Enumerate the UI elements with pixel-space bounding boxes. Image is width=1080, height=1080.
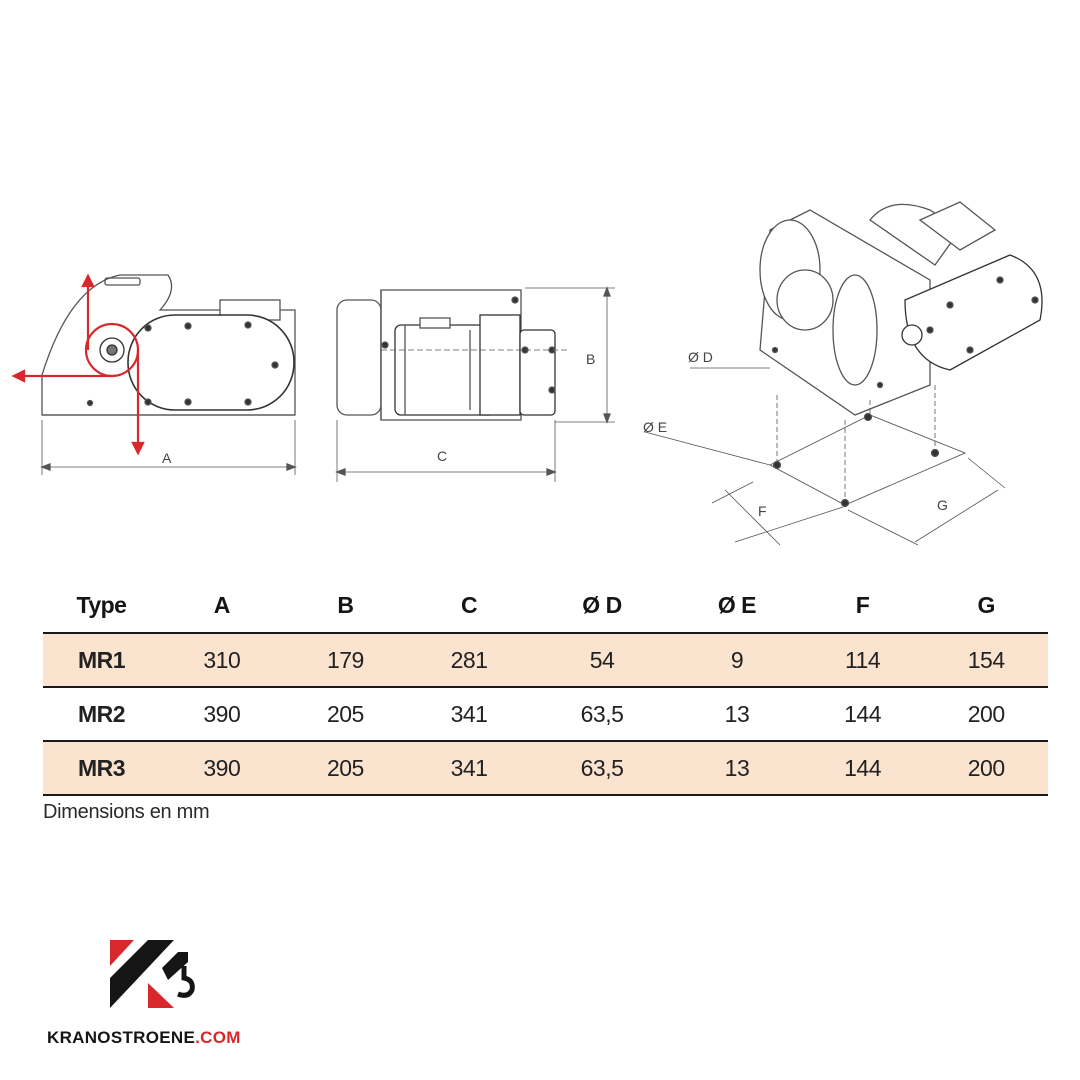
table-row-mr1: MR1 310 179 281 54 9 114 154 xyxy=(43,633,1048,688)
table-cell: 205 xyxy=(283,687,408,742)
table-header-row: Type A B C Ø D Ø E F G xyxy=(43,578,1048,634)
front-view-drawing xyxy=(335,286,615,482)
brand-name: KRANOSTROENE.COM xyxy=(47,1028,241,1048)
table-row-mr2: MR2 390 205 341 63,5 13 144 200 xyxy=(43,687,1048,742)
table-cell: 144 xyxy=(800,687,925,742)
brand-logo xyxy=(108,938,198,1010)
table-cell: 13 xyxy=(673,741,801,796)
label-diameter-d: Ø D xyxy=(688,349,713,365)
label-dimension-f: F xyxy=(758,503,767,519)
label-dimension-b: B xyxy=(586,351,595,367)
column-header-b: B xyxy=(283,578,408,634)
technical-drawings: A B xyxy=(0,170,1080,570)
table-cell: 63,5 xyxy=(530,741,674,796)
label-dimension-c: C xyxy=(437,448,447,464)
table-row-mr3: MR3 390 205 341 63,5 13 144 200 xyxy=(43,741,1048,796)
label-diameter-e: Ø E xyxy=(643,419,667,435)
brand-name-suffix: .COM xyxy=(195,1028,241,1047)
side-view-drawing xyxy=(40,274,297,475)
table-cell: 54 xyxy=(530,633,674,688)
table-cell: 179 xyxy=(283,633,408,688)
table-cell: 390 xyxy=(160,741,284,796)
table-cell: 154 xyxy=(924,633,1048,688)
table-cell-type: MR3 xyxy=(43,741,160,796)
table-cell: 63,5 xyxy=(530,687,674,742)
column-header-a: A xyxy=(160,578,284,634)
table-cell: 9 xyxy=(673,633,801,688)
table-cell: 144 xyxy=(800,741,925,796)
table-cell: 13 xyxy=(673,687,801,742)
column-header-c: C xyxy=(407,578,531,634)
label-dimension-g: G xyxy=(937,497,948,513)
column-header-e: Ø E xyxy=(673,578,801,634)
table-cell: 200 xyxy=(924,741,1048,796)
column-header-g: G xyxy=(924,578,1048,634)
table-cell: 205 xyxy=(283,741,408,796)
label-dimension-a: A xyxy=(162,450,172,466)
table-cell: 200 xyxy=(924,687,1048,742)
isometric-view-drawing xyxy=(644,201,1043,546)
table-cell: 341 xyxy=(407,741,531,796)
table-cell: 341 xyxy=(407,687,531,742)
table-cell-type: MR2 xyxy=(43,687,160,742)
column-header-d: Ø D xyxy=(530,578,674,634)
table-cell-type: MR1 xyxy=(43,633,160,688)
column-header-type: Type xyxy=(43,578,160,634)
table-cell: 114 xyxy=(800,633,925,688)
units-footnote: Dimensions en mm xyxy=(43,801,210,823)
table-cell: 281 xyxy=(407,633,531,688)
brand-name-main: KRANOSTROENE xyxy=(47,1028,196,1047)
column-header-f: F xyxy=(800,578,925,634)
dimensions-table: Type A B C Ø D Ø E F G MR1 310 179 281 5… xyxy=(43,578,1048,796)
table-cell: 310 xyxy=(160,633,284,688)
cable-directions xyxy=(11,273,145,456)
table-cell: 390 xyxy=(160,687,284,742)
